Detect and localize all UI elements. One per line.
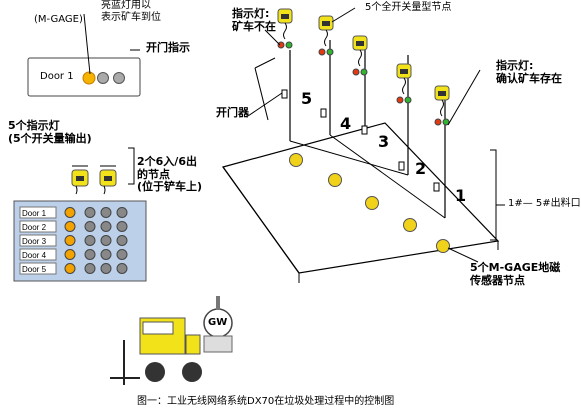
- door-grey-light: [116, 207, 128, 218]
- outlet-label: 1#— 5#出料口: [508, 198, 581, 209]
- door-grey-light: [84, 263, 96, 274]
- bin-number-5: 5: [301, 89, 313, 108]
- bin-number-2: 2: [415, 159, 427, 178]
- indicator-label-left: 指示灯: 矿车不在: [232, 7, 276, 33]
- door-row: Door 3: [19, 234, 128, 247]
- door-row: Door 2: [19, 220, 128, 233]
- door-amber-light: [64, 249, 76, 260]
- door-grey-light: [84, 235, 96, 246]
- caption: 图一：工业无线网络系统DX70在垃圾处理过程中的控制图: [137, 396, 395, 407]
- door-grey-light: [100, 207, 112, 218]
- door-label: Door 2: [22, 223, 47, 232]
- door-row: Door 5: [19, 262, 128, 275]
- top-mgage-label: (M-GAGE): [34, 14, 83, 25]
- door1-amber-light: [82, 71, 96, 85]
- door-grey-light: [84, 221, 96, 232]
- indicators-left-label: 5个指示灯 (5个开关量输出): [8, 119, 92, 145]
- mgage-nodes-label: 5个M-GAGE地磁 传感器节点: [470, 261, 561, 287]
- door-grey-light: [84, 207, 96, 218]
- bin-number-4: 4: [340, 114, 352, 133]
- leader-lines: [128, 7, 505, 263]
- door-grey-light: [100, 263, 112, 274]
- door-grey-light: [100, 221, 112, 232]
- door-opener-label: 开门器: [216, 106, 249, 119]
- door1-indicator-box: [27, 13, 141, 97]
- indicator-label-right: 指示灯: 确认矿车存在: [496, 59, 562, 85]
- door-grey-light: [116, 249, 128, 260]
- door-label: Door 1: [22, 209, 47, 218]
- left-nodes: [71, 165, 117, 195]
- door-row: Door 4: [19, 248, 128, 261]
- door-label: Door 5: [22, 265, 47, 274]
- door-amber-light: [64, 207, 76, 218]
- door-label: Door 3: [22, 237, 47, 246]
- top-note: 亮蓝灯用以 表示矿车到位: [101, 0, 161, 23]
- door-grey-light: [100, 249, 112, 260]
- leader-top-note: [83, 13, 91, 75]
- door-open-indicator-label: 开门指示: [146, 41, 190, 54]
- door-grey-light: [84, 249, 96, 260]
- door-amber-light: [64, 235, 76, 246]
- nodes-2-label: 2个6入/6出 的节点 (位于铲车上): [137, 155, 203, 194]
- bin-number-3: 3: [378, 132, 390, 151]
- door1-grey-light-2: [113, 72, 125, 84]
- mgage-sensor-pucks: [289, 153, 450, 253]
- nodes-5-label: 5个全开关量型节点: [365, 2, 452, 13]
- door-panel: Door 1 Door 2 Door 3 Door 4 Door 5: [13, 200, 147, 282]
- door1-grey-light-1: [97, 72, 109, 84]
- door-label: Door 4: [22, 251, 47, 260]
- bin-number-1: 1: [455, 186, 467, 205]
- door-grey-light: [116, 263, 128, 274]
- door-amber-light: [64, 221, 76, 232]
- gateway: [203, 296, 233, 353]
- door1-label: Door 1: [40, 71, 74, 82]
- top-nodes: [277, 8, 450, 126]
- door-grey-light: [100, 235, 112, 246]
- door-amber-light: [64, 263, 76, 274]
- forklift: [110, 317, 202, 385]
- door-grey-light: [116, 235, 128, 246]
- door-grey-light: [116, 221, 128, 232]
- bin-structure: [222, 40, 500, 283]
- gw-label: GW: [208, 317, 228, 328]
- door-row: Door 1: [19, 206, 128, 219]
